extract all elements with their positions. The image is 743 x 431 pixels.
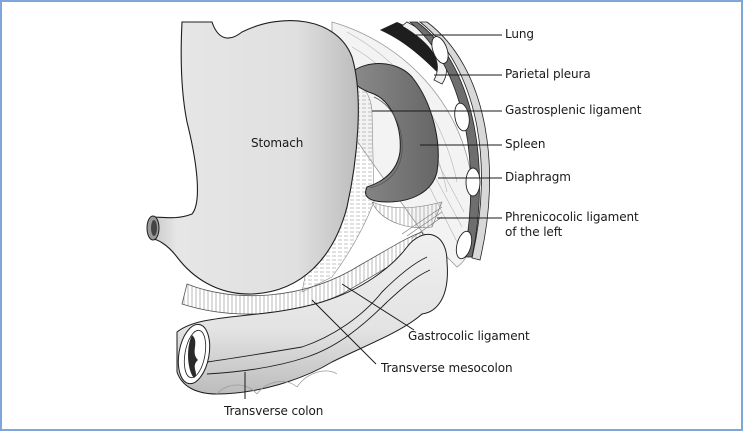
chest-wall-layers xyxy=(380,21,491,261)
label-parietal-pleura: Parietal pleura xyxy=(505,67,591,81)
leader-mesocolon xyxy=(311,299,377,365)
leader-gastrocolic xyxy=(341,283,415,331)
phrenicocolic-ligament-shape xyxy=(371,201,443,239)
label-gastrosplenic-ligament: Gastrosplenic ligament xyxy=(505,103,642,117)
leader-lines xyxy=(244,34,502,399)
label-stomach: Stomach xyxy=(251,136,304,150)
label-phrenicocolic-ligament-line2: of the left xyxy=(505,225,563,239)
label-transverse-colon: Transverse colon xyxy=(224,404,324,418)
stomach-shape xyxy=(146,20,359,295)
spleen-shape xyxy=(351,63,439,203)
label-gastrocolic-ligament: Gastrocolic ligament xyxy=(408,329,530,343)
label-lung: Lung xyxy=(505,27,534,41)
transverse-colon-shape xyxy=(176,233,448,395)
label-transverse-mesocolon: Transverse mesocolon xyxy=(381,361,513,375)
label-diaphragm: Diaphragm xyxy=(505,170,571,184)
label-spleen: Spleen xyxy=(505,137,546,151)
label-phrenicocolic-ligament: Phrenicocolic ligament xyxy=(505,210,639,224)
